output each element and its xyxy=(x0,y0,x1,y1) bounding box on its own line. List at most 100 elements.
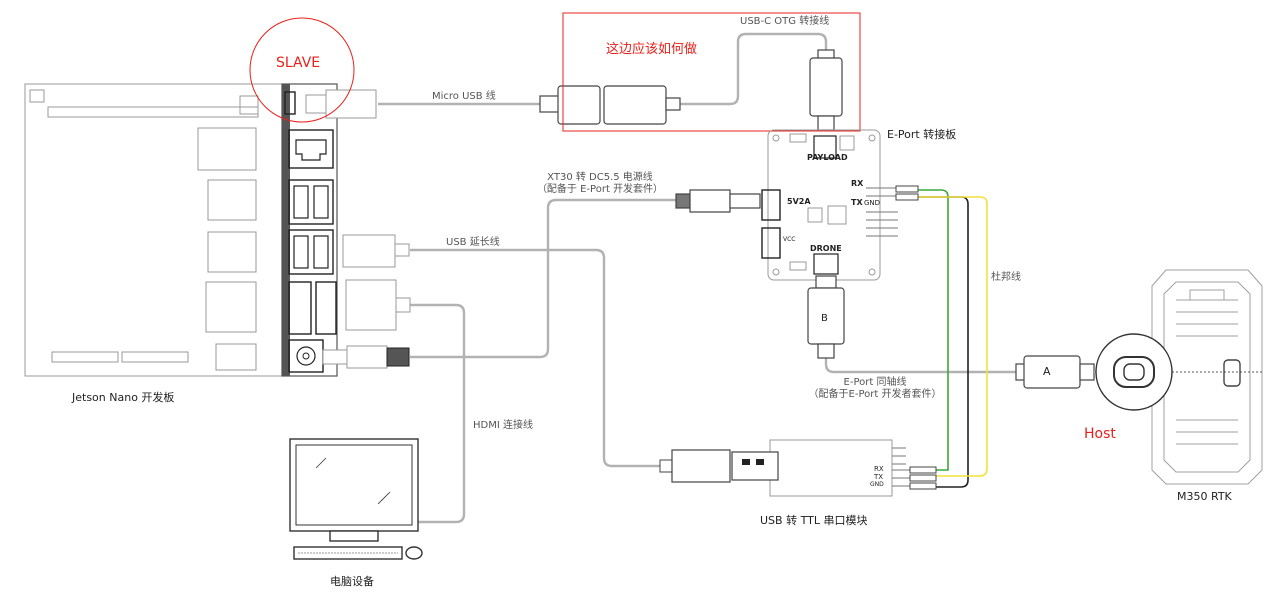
dupont-wires xyxy=(918,189,988,488)
computer xyxy=(289,438,423,560)
host-connector-core xyxy=(1123,363,1145,381)
eport-hole-2 xyxy=(868,134,876,142)
usb-ext-plug-neck xyxy=(394,243,410,257)
question-highlight-box xyxy=(562,12,861,132)
jetson-module-3 xyxy=(207,231,257,273)
host-label: Host xyxy=(1084,426,1116,442)
dupont-head-tx xyxy=(895,193,919,201)
gpio-header xyxy=(47,106,259,118)
monitor-stand xyxy=(329,530,379,542)
otg-coupler-right xyxy=(603,85,667,125)
eport-smd-2 xyxy=(789,261,807,271)
hdmi-cable xyxy=(410,303,466,524)
usb-stack-1 xyxy=(288,179,334,225)
usb-port-2b xyxy=(313,235,329,269)
screen-glare-2 xyxy=(377,491,391,505)
hdmi-cable-label: HDMI 连接线 xyxy=(473,420,533,431)
micro-usb-plug xyxy=(325,89,377,119)
xt30-plug-head xyxy=(729,193,761,209)
ttl-usb-socket xyxy=(671,449,731,483)
xt30-plug xyxy=(675,189,761,213)
otg-coupler-tail xyxy=(665,97,681,111)
usbc-plug-body xyxy=(809,57,843,117)
eport-gnd-label: GND xyxy=(864,199,881,207)
drone-label: DRONE xyxy=(810,244,842,253)
ttl-dupont-tx xyxy=(909,474,937,482)
usbc-plug-tip xyxy=(817,115,835,131)
payload-port xyxy=(813,135,837,159)
eport-smd-3 xyxy=(839,135,855,151)
ttl-gnd-label: GND xyxy=(870,481,884,488)
eport-smd-1 xyxy=(789,133,807,143)
eport-hole-3 xyxy=(772,268,780,276)
hdmi-port xyxy=(288,281,312,335)
usb-port-1b xyxy=(313,185,329,219)
vcc-label: VCC xyxy=(783,236,796,243)
dupont-wire-black xyxy=(918,196,969,488)
ttl-tx-label: TX xyxy=(874,473,884,481)
jetson-module-1 xyxy=(197,127,257,171)
dc-jack-housing xyxy=(288,339,324,373)
computer-label: 电脑设备 xyxy=(330,575,374,588)
otg-coupler-left xyxy=(557,85,601,125)
plug-b-tip xyxy=(815,275,837,289)
question-label: 这边应该如何做 xyxy=(606,42,698,57)
ttl-usb-strain xyxy=(659,459,673,473)
usb-ext-plug xyxy=(342,234,396,268)
screen-glare-1 xyxy=(315,457,327,469)
eport-board xyxy=(761,129,919,281)
ttl-pcb xyxy=(769,439,893,497)
jetson-label: Jetson Nano 开发板 xyxy=(72,391,175,404)
ttl-dupont-rx xyxy=(909,466,937,474)
dupont-wire-yellow xyxy=(918,196,988,477)
ethernet-port xyxy=(288,129,334,169)
m350-vent xyxy=(1189,289,1225,301)
usb-port-1a xyxy=(293,185,309,219)
plug-b-neck xyxy=(817,343,835,359)
usb-contact-2 xyxy=(756,459,764,465)
csi-connector-1 xyxy=(51,351,119,363)
usb-ttl-module xyxy=(659,439,937,497)
usb-extension-cable xyxy=(410,248,660,468)
port-panel-edge xyxy=(282,84,290,376)
plug-a-body xyxy=(1023,355,1081,389)
dupont-label: 杜邦线 xyxy=(991,272,1021,283)
plug-b-label: B xyxy=(821,313,828,324)
otg-cable xyxy=(680,32,828,106)
plug-a-tip xyxy=(1079,363,1095,381)
eport-chip-1 xyxy=(807,207,823,223)
usb-port-2a xyxy=(293,235,309,269)
led-block xyxy=(29,89,45,103)
hdmi-plug-neck xyxy=(395,297,411,313)
micro-usb-cable-label: Micro USB 线 xyxy=(432,91,496,102)
jetson-module-5 xyxy=(215,343,257,371)
eport-chip-2 xyxy=(827,205,847,225)
host-connector xyxy=(1094,333,1173,411)
xt30-power-cable xyxy=(410,198,678,359)
dc-jack xyxy=(296,346,316,366)
jetson-plugs xyxy=(305,89,411,369)
jetson-module-4 xyxy=(205,281,257,333)
xt30-cable-label-2: （配备于 E-Port 开发套件） xyxy=(536,184,664,195)
usb-ext-cable-label: USB 延长线 xyxy=(446,237,500,248)
dupont-wire-green xyxy=(918,189,949,471)
dc-plug-strain xyxy=(386,347,410,367)
micro-usb-plug-tip xyxy=(305,94,327,114)
eport-tx-label: TX xyxy=(851,198,863,207)
eport-board-label: E-Port 转接板 xyxy=(887,128,957,141)
xt30-plug-strain xyxy=(675,193,691,209)
usb-ttl-label: USB 转 TTL 串口模块 xyxy=(760,514,868,527)
eport-coax-cable xyxy=(824,358,1018,374)
coax-cable-label-2: （配备于E-Port 开发者套件） xyxy=(808,389,942,400)
otg-cable-label: USB-C OTG 转接线 xyxy=(740,16,830,27)
xt30-socket-vcc xyxy=(761,227,781,259)
ethernet-socket xyxy=(295,139,327,161)
eport-rx-label: RX xyxy=(851,179,864,188)
dc-jack-pin xyxy=(302,352,310,360)
usb-stack-2 xyxy=(288,229,334,275)
coax-plug-a xyxy=(1015,355,1095,389)
slave-label: SLAVE xyxy=(276,55,321,71)
hdmi-plug xyxy=(345,279,397,331)
